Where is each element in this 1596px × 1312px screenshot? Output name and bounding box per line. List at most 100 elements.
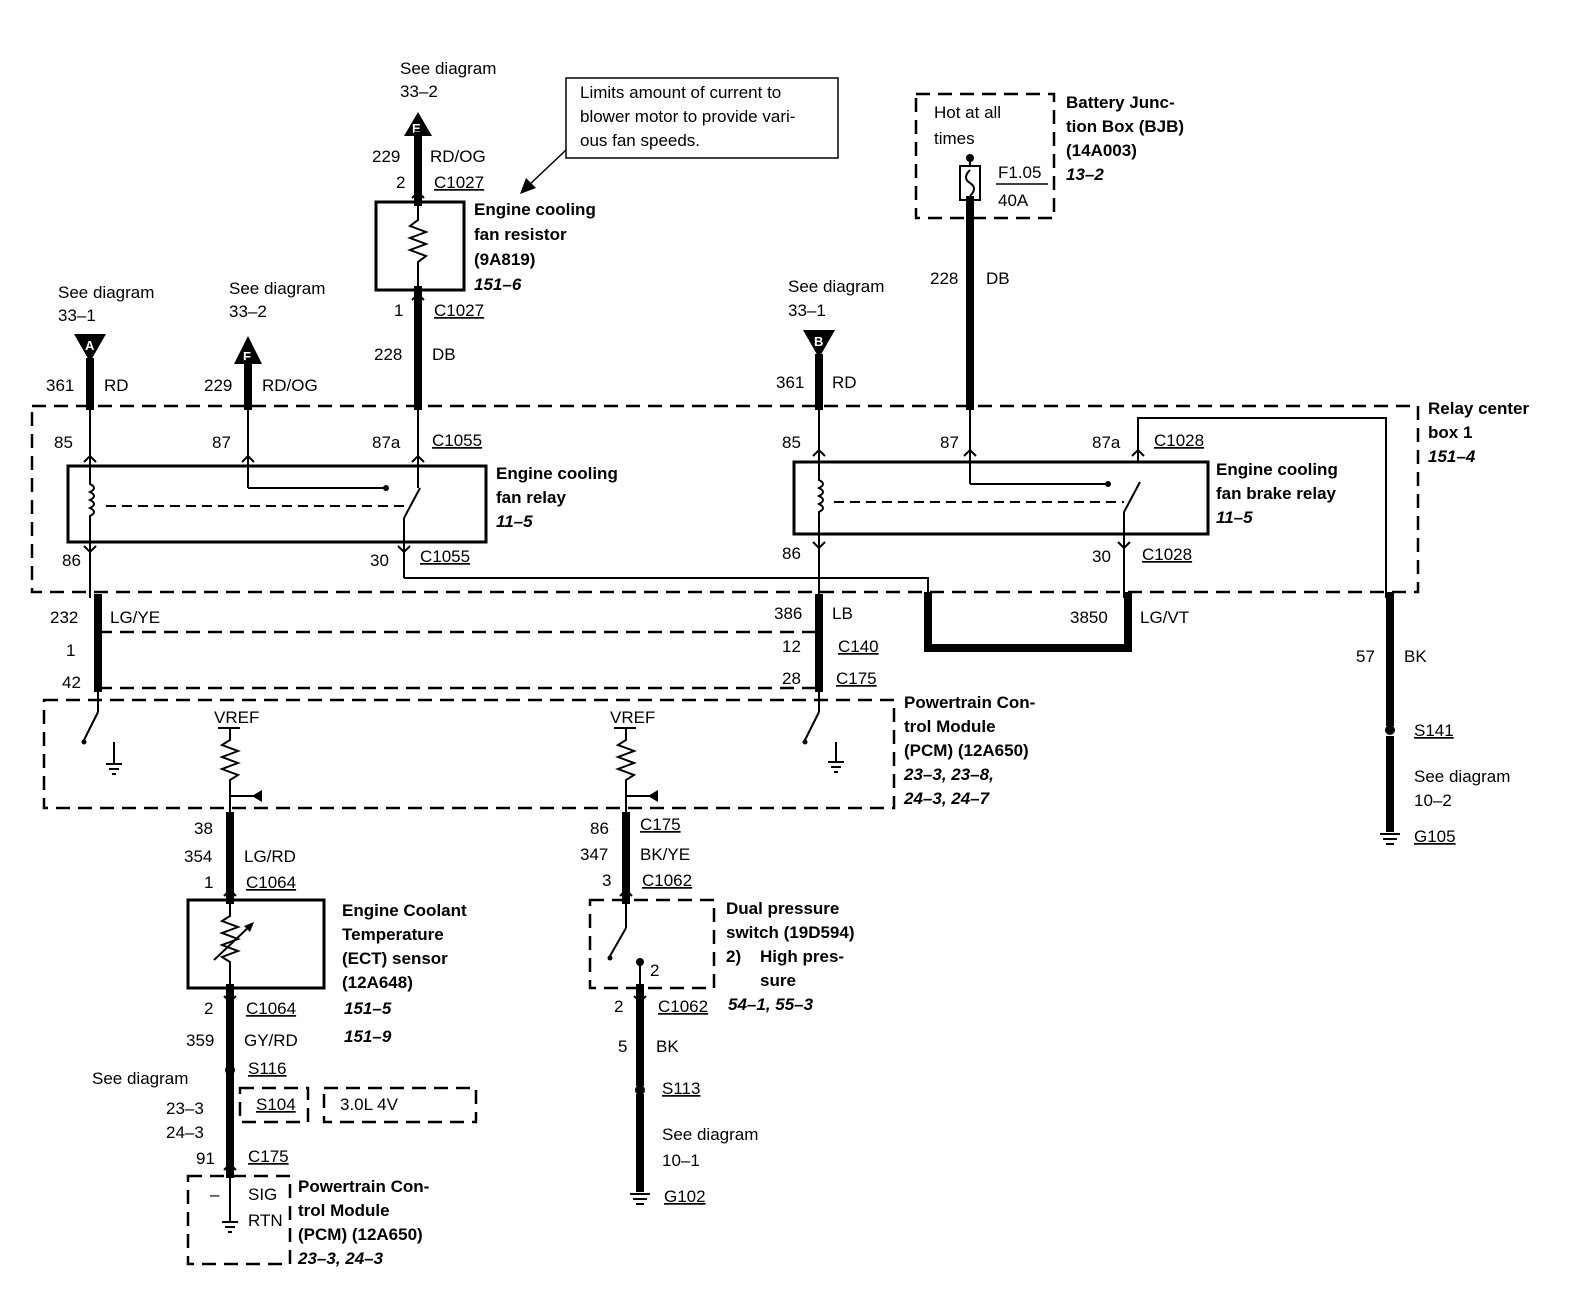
wire-347-num: 347	[580, 845, 608, 864]
pcm-bottom-rtn: RTN	[248, 1211, 283, 1230]
connector-f-letter: F	[243, 349, 251, 364]
wire-232-color: LG/YE	[110, 608, 160, 627]
connector-b-letter: B	[814, 334, 823, 349]
ground-g105-icon	[1380, 833, 1400, 845]
pcm-c175: C175	[640, 815, 681, 834]
ect-ref-1: 151–5	[344, 999, 392, 1018]
dps-connector-3: C1062	[642, 871, 692, 890]
splice-s113-dot	[635, 1085, 645, 1095]
connector-f-see-label: See diagram	[229, 279, 325, 298]
relay-box-ref: 151–4	[1428, 447, 1476, 466]
relay-center-box-1	[30, 404, 1420, 594]
wire-361-b-color: RD	[832, 373, 857, 392]
relay2-coil-icon	[816, 462, 824, 534]
pcm-ground-right-icon	[828, 742, 844, 773]
dps-ref: 54–1, 55–3	[728, 995, 814, 1014]
g102-ref: 10–1	[662, 1151, 700, 1170]
ect-connector-1: C1064	[246, 873, 296, 892]
wire-229-top-color: RD/OG	[430, 147, 486, 166]
ect-title-1: Engine Coolant	[342, 901, 467, 920]
wire-3850-num: 3850	[1070, 608, 1108, 627]
dps-title-2: switch (19D594)	[726, 923, 855, 942]
splice-s104-box	[238, 1086, 310, 1124]
ect-thermistor-icon	[219, 900, 241, 988]
resistor-title-3: (9A819)	[474, 250, 535, 269]
relay1-title-1: Engine cooling	[496, 464, 618, 483]
battery-junction-box	[914, 92, 1056, 220]
dps-sub-1: High pres-	[760, 947, 844, 966]
connector-b-ref: 33–1	[788, 301, 826, 320]
wire-232-num: 232	[50, 608, 78, 627]
wire-354-color: LG/RD	[244, 847, 296, 866]
engine-cooling-fan-relay	[66, 464, 488, 544]
ect-variable-arrowhead	[244, 922, 254, 932]
dps-sub-2: sure	[760, 971, 796, 990]
vref-mid-resistor-icon	[615, 728, 637, 816]
relay-box-title-1: Relay center	[1428, 399, 1529, 418]
relay2-title-2: fan brake relay	[1216, 484, 1337, 503]
pcm-main-ref-1: 23–3, 23–8,	[903, 765, 994, 784]
bjb-title-3: (14A003)	[1066, 141, 1137, 160]
note-box	[565, 77, 839, 159]
connector-a-arrow-icon: A	[74, 334, 106, 362]
dual-pressure-switch	[588, 898, 716, 990]
splice-s141: S141	[1414, 721, 1454, 740]
ect-variable-arrow-icon	[213, 923, 253, 961]
connector-a-ref: 33–1	[58, 306, 96, 325]
pcm-bottom-c175: C175	[248, 1147, 289, 1166]
ect-title-2: Temperature	[342, 925, 444, 944]
splice-ref-1: 23–3	[166, 1099, 204, 1118]
connector-b-see-label: See diagram	[788, 277, 884, 296]
wire-228-res-color: DB	[432, 345, 456, 364]
ect-title-4: (12A648)	[342, 973, 413, 992]
pcm-bottom-sig: SIG	[248, 1185, 277, 1204]
ect-title-3: (ECT) sensor	[342, 949, 448, 968]
pcm-bottom-title-2: trol Module	[298, 1201, 390, 1220]
splice-s116: S116	[248, 1059, 286, 1078]
pcm-main-title-1: Powertrain Con-	[904, 693, 1035, 712]
bjb-hot-1: Hot at all	[934, 103, 1001, 122]
engine-option-box	[322, 1086, 478, 1124]
engine-cooling-fan-brake-relay	[792, 460, 1210, 536]
bjb-title-1: Battery Junc-	[1066, 93, 1175, 112]
ect-ref-2: 151–9	[344, 1027, 392, 1046]
connector-a-see-label: See diagram	[58, 283, 154, 302]
bjb-fuse-amps: 40A	[998, 191, 1029, 210]
wire-361-b-num: 361	[776, 373, 804, 392]
g105-ref: 10–2	[1414, 791, 1452, 810]
wire-5-num: 5	[618, 1037, 627, 1056]
dps-pin-3: 3	[602, 871, 611, 890]
wire-354-num: 354	[184, 847, 212, 866]
dps-connector-2: C1062	[658, 997, 708, 1016]
wire-57-color: BK	[1404, 647, 1427, 666]
wire-3850-color: LG/VT	[1140, 608, 1189, 627]
relay2-bottom-connector: C1028	[1142, 545, 1192, 564]
pcm-pin-86: 86	[590, 819, 609, 838]
dps-sub-number: 2)	[726, 947, 741, 966]
pcm-ground-left-icon	[106, 742, 122, 775]
bjb-fuse-id: F1.05	[998, 163, 1041, 182]
note-line-2: blower motor to provide vari-	[580, 107, 795, 126]
wire-386-num: 386	[774, 604, 802, 623]
relay1-87-contact	[383, 485, 389, 491]
relay2-pin-85: 85	[782, 433, 801, 452]
wire-386-color: LB	[832, 604, 853, 623]
pcm-bottom-ref: 23–3, 24–3	[297, 1249, 384, 1268]
vref-mid-arrow-icon	[648, 790, 658, 802]
fuse-icon	[959, 165, 981, 201]
engine-option: 3.0L 4V	[340, 1095, 399, 1114]
pcm-bottom-title-1: Powertrain Con-	[298, 1177, 429, 1196]
resistor-title-2: fan resistor	[474, 225, 567, 244]
pcm-main-box	[42, 698, 896, 810]
splice-see-label: See diagram	[92, 1069, 188, 1088]
relay1-ref: 11–5	[496, 512, 533, 531]
pcm-bottom-minus: –	[210, 1185, 220, 1204]
ect-pin-2: 2	[204, 999, 213, 1018]
pcm-main-ref-2: 24–3, 24–7	[903, 789, 991, 808]
pcm-switch-left-icon	[81, 688, 99, 745]
pcm-bottom-pin-91: 91	[196, 1149, 215, 1168]
splice-ref-2: 24–3	[166, 1123, 204, 1142]
resistor-title-1: Engine cooling	[474, 200, 596, 219]
connector-a-letter: A	[85, 338, 95, 353]
connector-e-letter: E	[412, 121, 421, 136]
